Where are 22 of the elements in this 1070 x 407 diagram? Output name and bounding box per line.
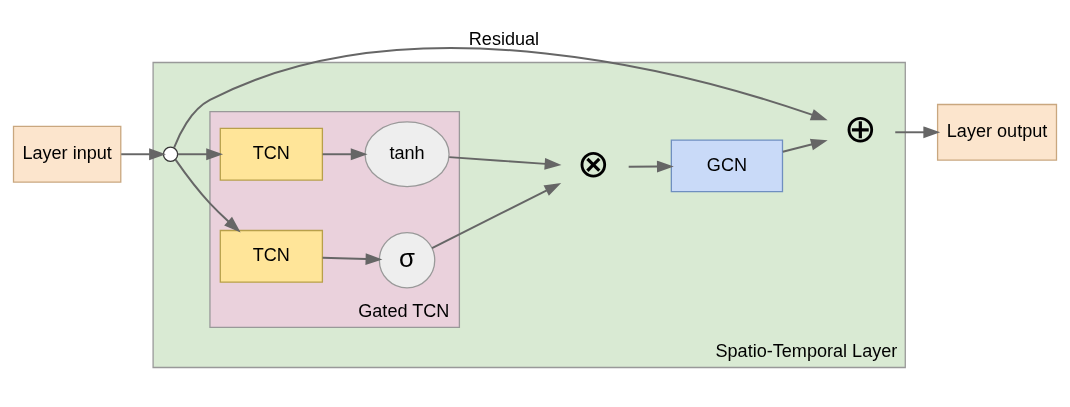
node-box: TCN <box>219 127 324 181</box>
node-box: Layer input <box>12 125 122 183</box>
arrow <box>781 138 828 153</box>
node-ellipse: tanh <box>364 120 450 187</box>
arrow <box>176 147 224 160</box>
arrow <box>431 182 562 249</box>
arrow <box>321 147 368 160</box>
node-circle <box>162 146 179 162</box>
arrow <box>448 155 562 170</box>
arrow <box>321 252 383 265</box>
arrow <box>627 160 674 172</box>
node-text: ⊗ <box>577 141 611 185</box>
edge-label: Residual <box>468 28 540 49</box>
arrow <box>894 125 941 138</box>
arrow <box>174 158 241 232</box>
node-box: GCN <box>670 138 784 192</box>
node-text: ⊕ <box>843 106 877 150</box>
arrow <box>120 147 166 160</box>
node-circle: σ <box>378 231 436 289</box>
arrow <box>173 46 828 149</box>
node-box: Layer output <box>936 103 1058 161</box>
node-box: TCN <box>219 229 324 283</box>
